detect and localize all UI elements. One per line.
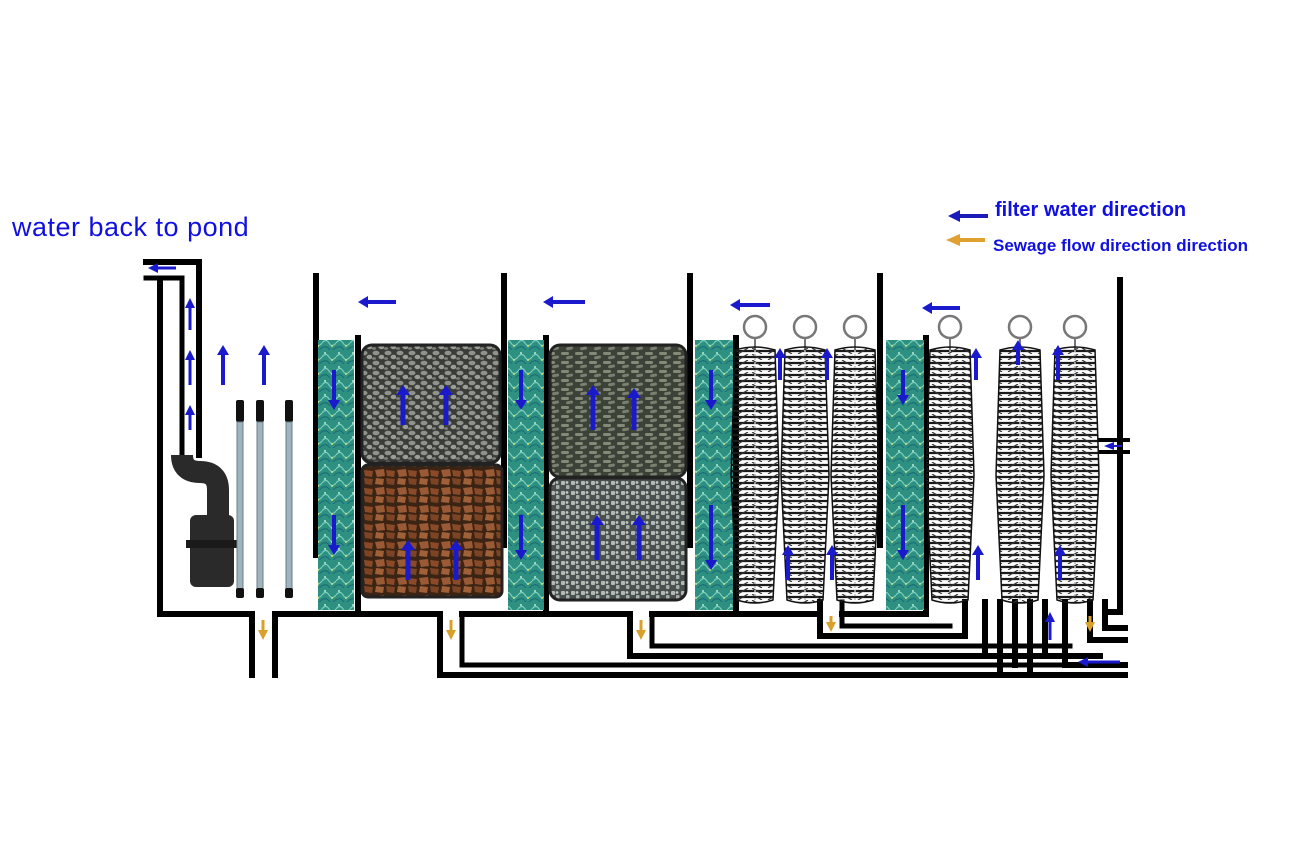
brush-flow-arrow-up [970, 348, 982, 380]
legend-filter-water-label: filter water direction [995, 199, 1187, 221]
brush-hanging-ring [792, 314, 818, 340]
return-pipe-inner [143, 275, 185, 458]
brush-flow-arrow-up [782, 545, 794, 580]
overflow-flow-arrow-left [1104, 442, 1122, 450]
sponge-flow-arrow-down [705, 370, 717, 410]
brush-hanging-ring [842, 314, 868, 340]
return-flow-arrow-up [185, 405, 195, 430]
brush-hanging-ring [937, 314, 963, 340]
return-flow-arrow-up [185, 298, 195, 330]
sewage-flow-arrow-down [636, 620, 646, 640]
filter-brush [780, 314, 830, 604]
media-flow-arrow-up [586, 385, 600, 430]
tank-left-wall [157, 279, 255, 617]
media-flow-arrow-up [590, 515, 604, 560]
brush-flow-arrow-up [774, 348, 786, 380]
filter-flow-arrow-left [358, 296, 396, 308]
sewage-flow-arrow-down [258, 620, 268, 640]
inlet-flow-arrow-left [1078, 657, 1120, 667]
overflow-pipe [1098, 438, 1130, 454]
media-flow-arrow-up [439, 385, 453, 425]
media-bags [360, 343, 688, 602]
brush-flow-arrow-up [826, 545, 838, 580]
flow-arrows [148, 263, 1122, 667]
tank-right-wall [1102, 277, 1123, 615]
drain-4 [817, 599, 968, 639]
return-flow-arrow-left [148, 263, 176, 273]
uv-lamp [285, 400, 293, 598]
gravel-media-bag [360, 343, 502, 465]
sponge-filter-3 [695, 340, 733, 610]
filter-brush [995, 314, 1045, 604]
pump-elbow [171, 454, 229, 520]
sponge-flow-arrow-down [328, 515, 340, 555]
brush-hanging-ring [1007, 314, 1033, 340]
brush-hanging-ring [1062, 314, 1088, 340]
sponge-flow-arrow-down [897, 505, 909, 560]
media-flow-arrow-up [627, 388, 641, 430]
return-flow-arrow-up [185, 350, 195, 385]
sewage-flow-arrow-down [1085, 616, 1095, 632]
filter-brush [1050, 314, 1100, 604]
diagram-title: water back to pond [12, 212, 250, 242]
legend-sewage-arrow-icon [946, 234, 985, 246]
filter-brush [925, 314, 975, 604]
filter-flow-arrow-left [922, 302, 960, 314]
legend-filter-arrow-icon [948, 210, 988, 222]
media-flow-arrow-up [449, 540, 463, 580]
filter-flow-arrow-left [730, 299, 770, 311]
brush-flow-arrow-up [1054, 545, 1066, 580]
filter-brush [830, 314, 880, 604]
sewage-flow-arrow-down [446, 620, 456, 640]
drain-3 [627, 611, 1103, 659]
media-flow-arrow-up [632, 515, 646, 560]
brush-hanging-ring [742, 314, 768, 340]
legend-sewage-flow-label: Sewage flow direction direction [993, 236, 1249, 255]
brush-flow-arrow-up [1012, 340, 1024, 365]
bio-ball-media-bag [548, 476, 688, 602]
sponge-flow-arrow-down [897, 370, 909, 405]
inlet-flow-arrow-up [1045, 612, 1055, 640]
sponge-filter-2 [508, 340, 544, 610]
pipe-network [143, 259, 1130, 678]
pump [171, 454, 238, 587]
sponge-flow-arrow-down [705, 505, 717, 570]
drain-2 [437, 611, 1128, 678]
sponge-flow-arrow-down [515, 515, 527, 560]
uv-flow-arrow-up [258, 345, 270, 385]
uv-flow-arrow-up [217, 345, 229, 385]
uv-lamps [236, 400, 293, 598]
media-flow-arrow-up [401, 540, 415, 580]
inlet-pipe [1062, 599, 1128, 668]
brush-flow-arrow-up [821, 348, 833, 380]
uv-lamp [236, 400, 244, 598]
filter-brushes [730, 314, 1100, 604]
sewage-flow-arrow-down [826, 616, 836, 632]
brush-flow-arrow-up [1052, 345, 1064, 380]
sponge-flow-arrow-down [328, 370, 340, 410]
sponge-flow-arrow-down [515, 370, 527, 410]
ceramic-ring-media-bag [548, 343, 688, 479]
brush-flow-arrow-up [972, 545, 984, 580]
pump-body [190, 515, 234, 587]
media-flow-arrow-up [396, 385, 410, 425]
filter-brush [730, 314, 780, 604]
return-pipe-outer [143, 259, 202, 458]
uv-lamp [256, 400, 264, 598]
lava-rock-media-bag [360, 463, 504, 599]
filter-flow-arrow-left [543, 296, 585, 308]
